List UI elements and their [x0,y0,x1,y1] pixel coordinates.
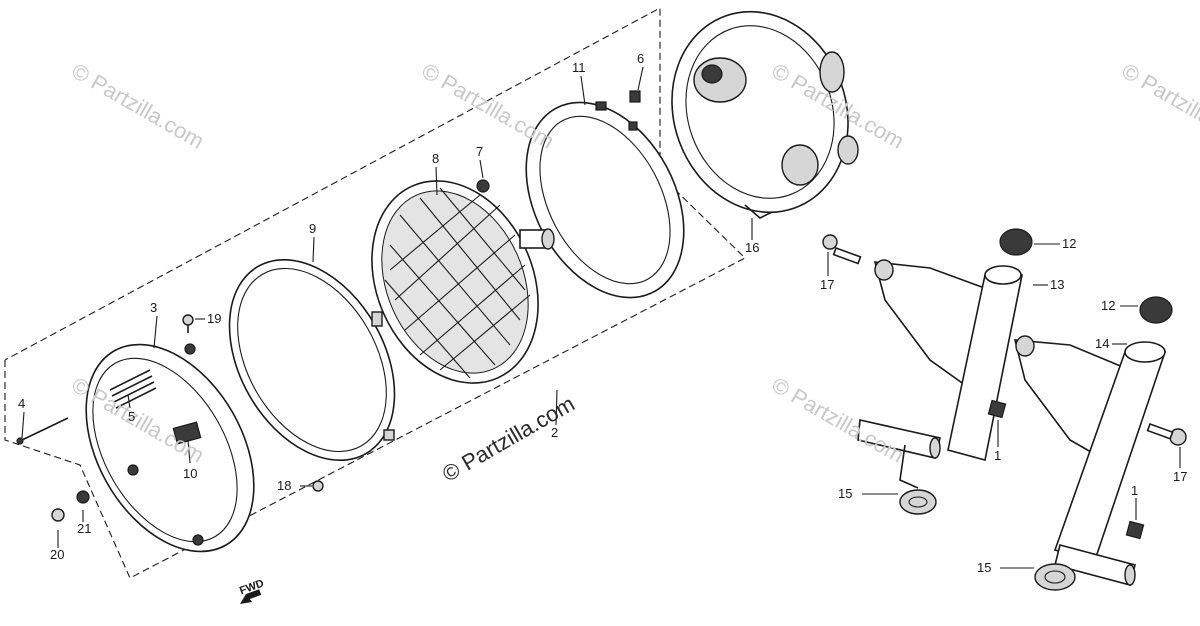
grommet-12-lower [1139,296,1173,324]
callout-1: 1 [994,448,1002,463]
callout-16: 16 [745,240,760,255]
callout-7: 7 [476,144,484,159]
screw-18 [312,480,324,492]
callout-11: 11 [572,60,586,75]
callout-4: 4 [18,396,26,411]
bolt-17-right [1146,422,1187,446]
callout-5: 5 [128,409,136,424]
headlight-bracket-left [857,259,1023,489]
callout-15: 15 [838,486,853,501]
screw-20 [51,508,65,522]
callout-15: 15 [977,560,992,575]
grommet-15-lower [1034,563,1076,591]
washer-21 [76,490,90,504]
callout-13: 13 [1050,277,1065,292]
callout-21: 21 [77,521,92,536]
nut-1-lower [1125,520,1145,540]
adjusting-screw [21,417,69,441]
grommet-15-upper [899,489,937,515]
callout-18: 18 [277,478,292,493]
grommet-12-upper [999,228,1033,256]
assembly-outline [4,7,746,579]
adjusting-plate [172,421,202,445]
clip-nut [629,90,641,103]
leader-lines [21,66,1181,569]
small-nut [476,179,490,193]
callout-9: 9 [309,221,317,236]
headlight-bracket-right [1013,335,1167,586]
adjusting-spring [109,369,157,409]
mounting-ring [228,258,396,462]
callout-20: 20 [50,547,65,562]
callout-8: 8 [432,151,440,166]
bolt-17-left [822,234,862,265]
callout-10: 10 [183,466,198,481]
callout-17: 17 [1173,469,1188,484]
callout-19: 19 [207,311,222,326]
callout-17: 17 [820,277,835,292]
screw-19 [182,314,194,326]
callout-6: 6 [637,51,645,66]
sealed-beam-unit [371,180,555,384]
callout-12: 12 [1062,236,1077,251]
nut-1-upper [987,399,1007,419]
callout-12: 12 [1101,298,1116,313]
headlight-case [671,10,859,219]
callout-1: 1 [1131,483,1139,498]
callout-14: 14 [1095,336,1110,351]
callout-2: 2 [551,425,559,440]
callout-3: 3 [150,300,158,315]
fwd-arrow [240,594,252,604]
